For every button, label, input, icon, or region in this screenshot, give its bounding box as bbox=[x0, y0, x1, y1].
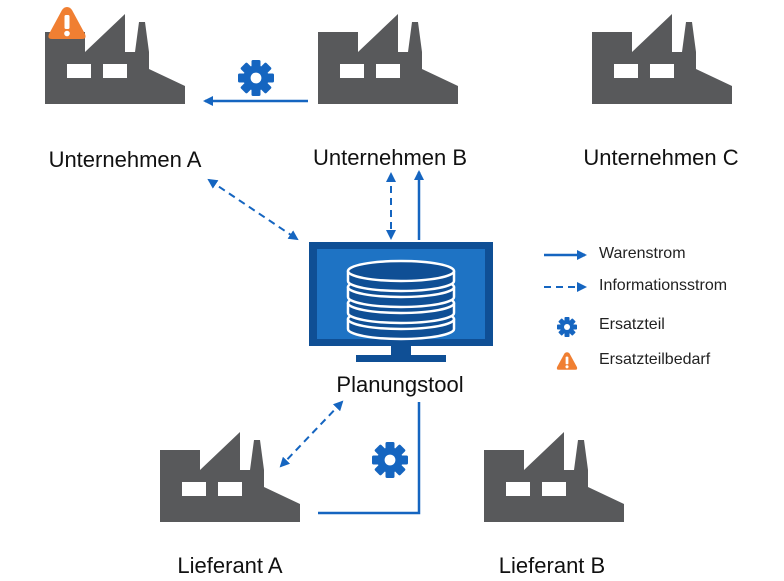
warning-icon-company-a bbox=[48, 7, 86, 39]
label-company-a: Unternehmen A bbox=[48, 147, 202, 172]
legend-label-information-flow: Informationsstrom bbox=[599, 277, 728, 294]
legend-label-spare-part: Ersatzteil bbox=[599, 316, 665, 333]
info-flow-tool-supplier-a bbox=[279, 400, 344, 468]
gear-icon-flow-b-to-a bbox=[238, 60, 274, 96]
factory-icon-supplier-b bbox=[484, 432, 624, 522]
info-flow-a-tool bbox=[207, 178, 299, 241]
factory-icon-company-b bbox=[318, 14, 458, 104]
gear-icon-flow-supplier-a bbox=[372, 442, 408, 478]
legend-label-spare-part-demand: Ersatzteilbedarf bbox=[599, 351, 711, 368]
label-company-b: Unternehmen B bbox=[312, 145, 468, 170]
legend-gear-icon bbox=[557, 317, 577, 337]
monitor-database-icon bbox=[309, 242, 493, 362]
factory-icon-supplier-a bbox=[160, 432, 300, 522]
label-company-c: Unternehmen C bbox=[583, 145, 739, 170]
legend-label-goods-flow: Warenstrom bbox=[599, 245, 686, 262]
legend-warning-icon bbox=[556, 352, 578, 370]
label-supplier-b: Lieferant B bbox=[498, 553, 606, 578]
label-planning-tool: Planungstool bbox=[336, 372, 464, 397]
factory-icon-company-c bbox=[592, 14, 732, 104]
label-supplier-a: Lieferant A bbox=[177, 553, 283, 578]
goods-flow-supplier-a-to-tool bbox=[318, 402, 421, 515]
